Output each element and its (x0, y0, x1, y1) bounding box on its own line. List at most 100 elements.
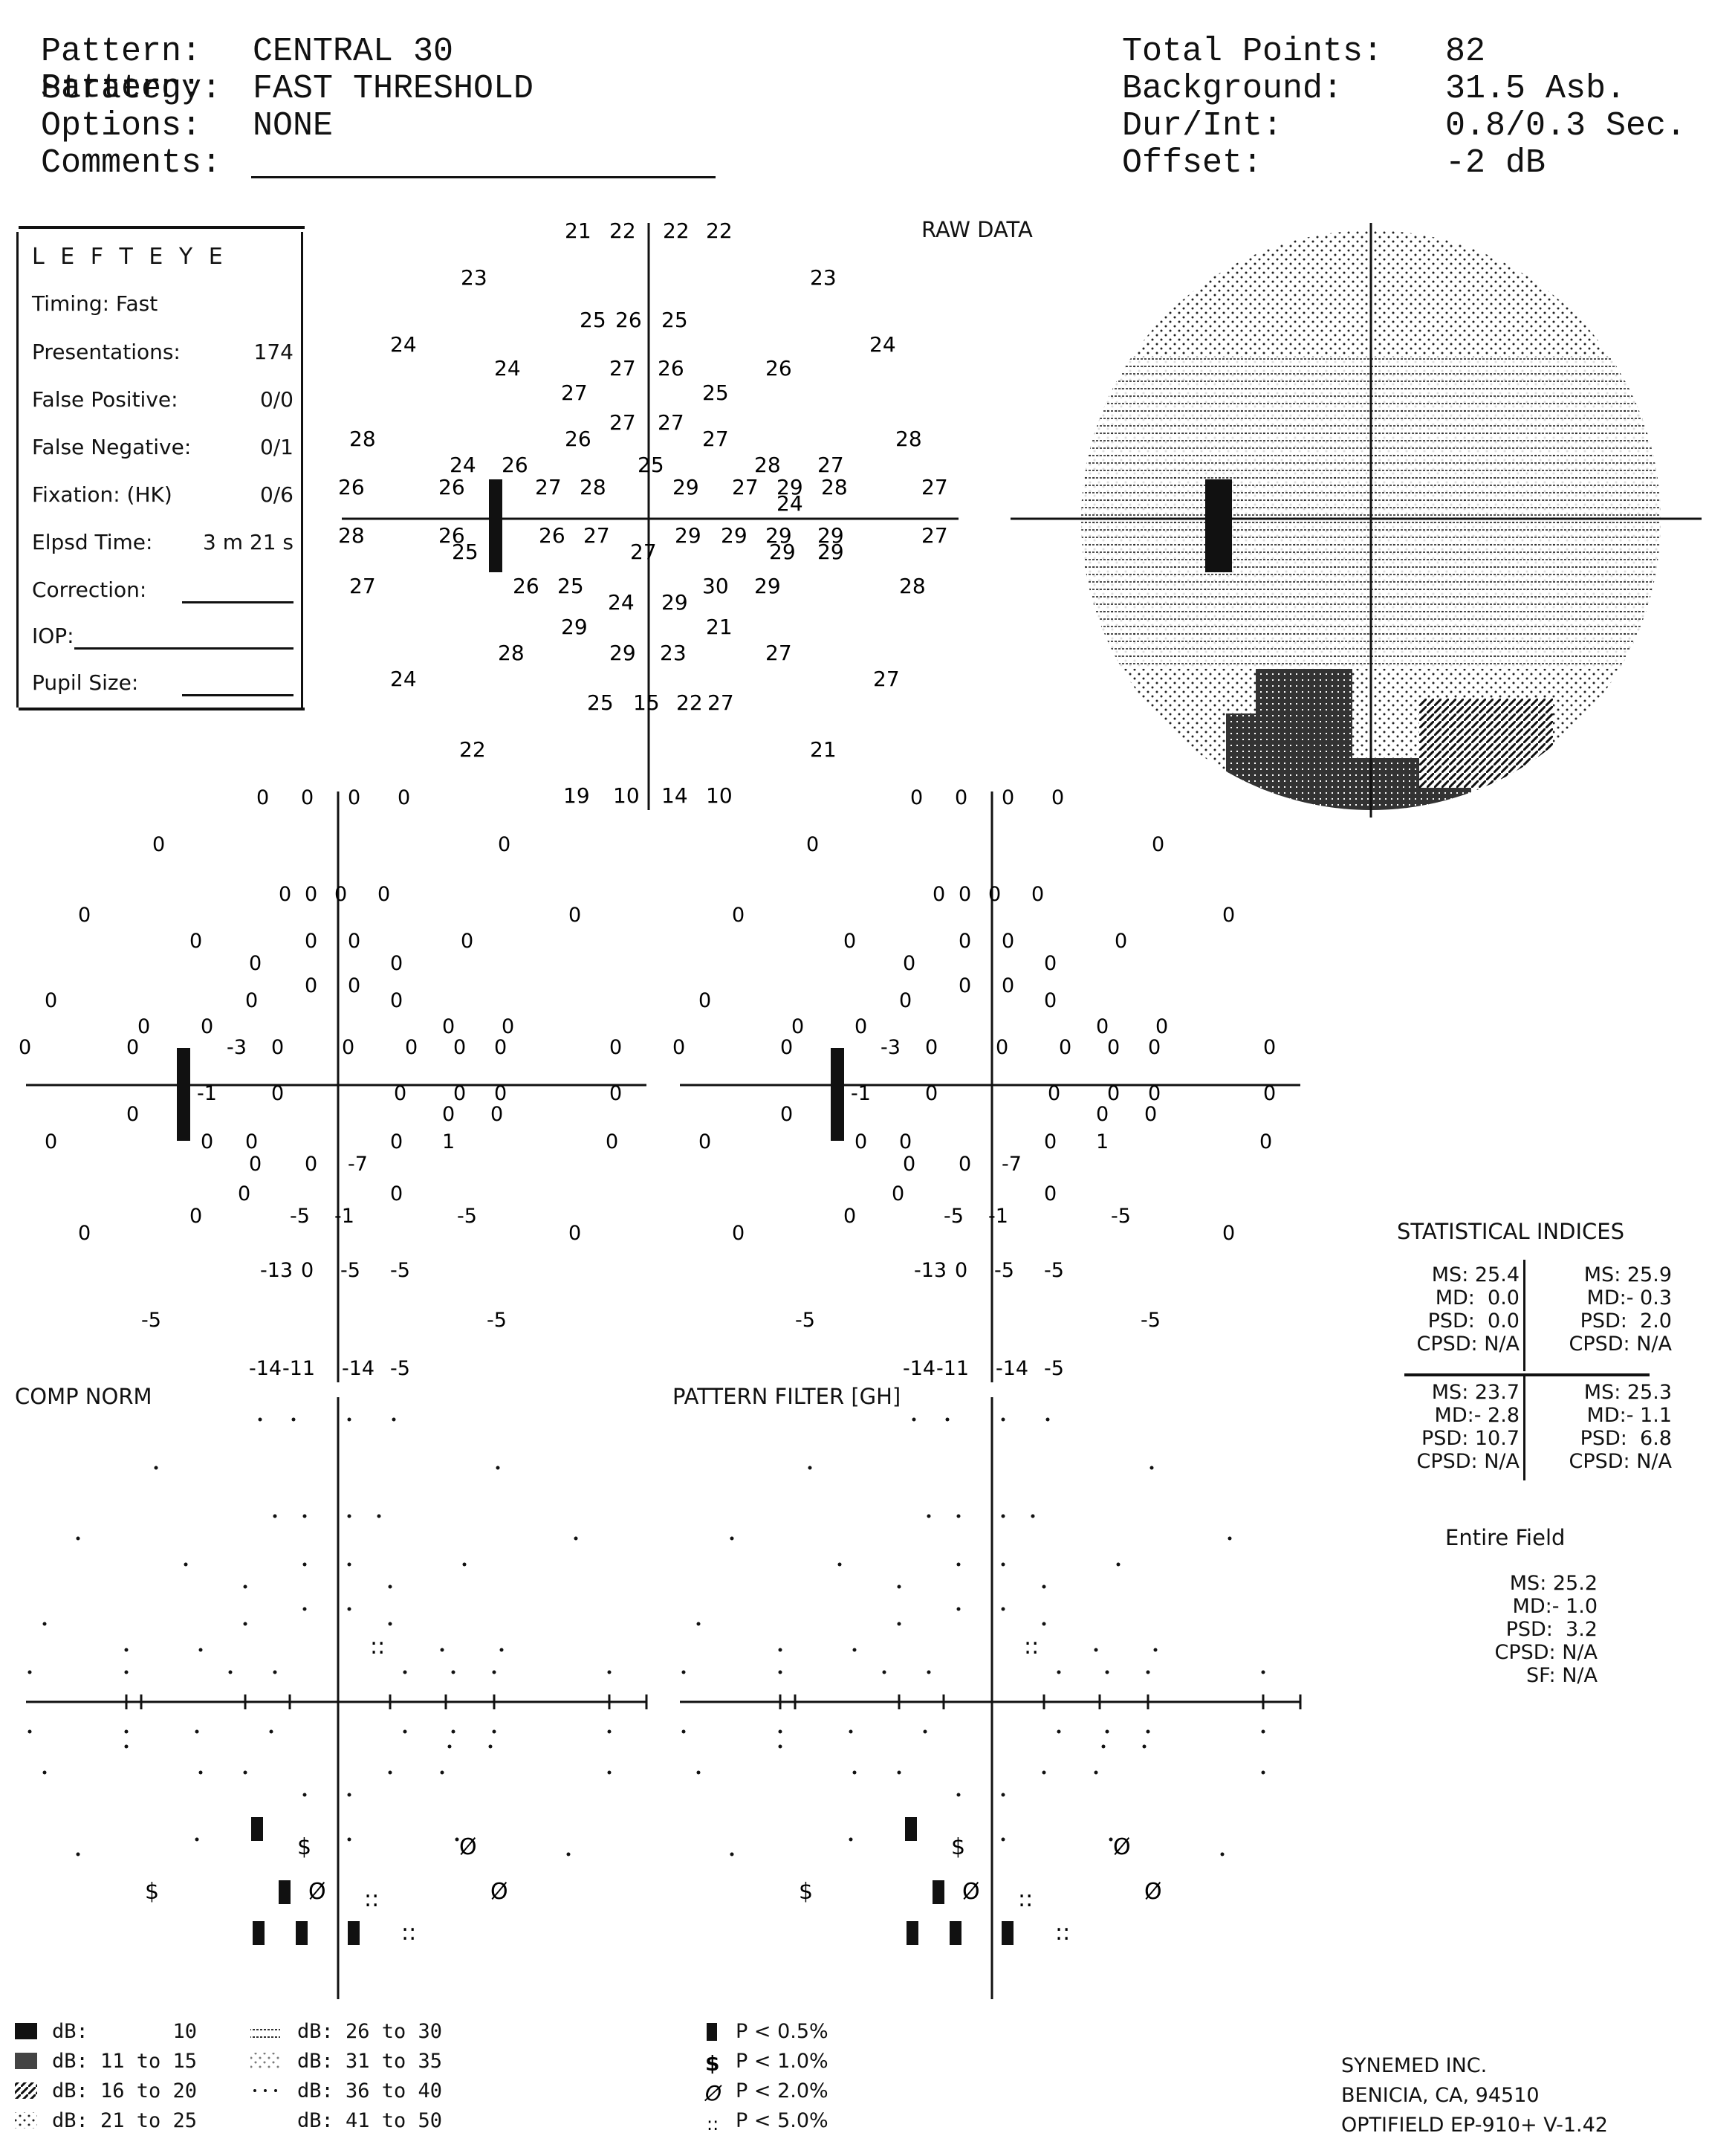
probability-dot (291, 1417, 296, 1422)
raw-value: 27 (707, 690, 734, 715)
raw-value: 27 (349, 574, 376, 598)
total-points-label: Total Points: (1122, 33, 1384, 71)
probability-dot (1001, 1514, 1005, 1518)
raw-value: 29 (661, 590, 688, 615)
probability-dot (849, 1729, 853, 1734)
probability-dot (1001, 1607, 1005, 1611)
p-less-0-5-mark (251, 1817, 263, 1841)
deviation-value: 0 (305, 930, 317, 953)
probability-dot (195, 1837, 199, 1842)
legend-l5: dB: 26 to 30 (297, 2020, 443, 2043)
deviation-value: -7 (348, 1153, 368, 1176)
probability-symbol: $ (951, 1834, 965, 1860)
deviation-value: 0 (279, 883, 291, 906)
stats-q4: MS: 25.3 MD:- 1.1 PSD: 6.8 CPSD: N/A (1569, 1381, 1672, 1473)
probability-dot (1109, 1837, 1113, 1842)
raw-value: 27 (817, 453, 844, 477)
probability-dot (1001, 1562, 1005, 1567)
deviation-value: 0 (780, 1036, 793, 1059)
deviation-value: 0 (453, 1036, 466, 1059)
deviation-value: 0 (152, 833, 165, 856)
probability-dot (492, 1670, 496, 1674)
deviation-value: 0 (45, 1130, 57, 1153)
pattern-filter-label: PATTERN FILTER [GH] (672, 1384, 901, 1409)
deviation-value: 0 (1152, 833, 1164, 856)
deviation-value: 0 (1263, 1082, 1276, 1105)
svg-text:$: $ (705, 2051, 719, 2076)
probability-dot (302, 1514, 307, 1518)
durint-label: Dur/Int: (1122, 107, 1283, 145)
probability-dot (1153, 1648, 1158, 1652)
legend-p4: P < 5.0% (736, 2109, 828, 2132)
raw-value: 24 (608, 590, 635, 615)
raw-value: 21 (810, 737, 837, 762)
legend-prob-swatches: $ Ø :: (704, 2023, 722, 2134)
probability-dot (42, 1622, 47, 1626)
deviation-value: -11 (936, 1357, 969, 1380)
probability-dot (492, 1729, 496, 1734)
p-less-0-5-mark (907, 1921, 918, 1945)
deviation-value: 0 (1044, 1130, 1057, 1153)
deviation-value: 0 (568, 1222, 581, 1245)
false-negative-label: False Negative: (32, 435, 192, 459)
deviation-value: 0 (843, 930, 856, 953)
probability-dot (696, 1770, 701, 1775)
raw-value: 25 (580, 308, 606, 332)
deviation-value: -5 (795, 1309, 815, 1332)
deviation-value: -5 (1044, 1357, 1064, 1380)
raw-data-label: RAW DATA (921, 217, 1033, 242)
raw-value: 27 (702, 427, 729, 451)
raw-value: 28 (899, 574, 926, 598)
deviation-value: 0 (305, 883, 317, 906)
raw-value: 27 (921, 523, 948, 548)
probability-symbol: Ø (490, 1879, 508, 1905)
entire-field-values: MS: 25.2 MD:- 1.0 PSD: 3.2 CPSD: N/A SF:… (1494, 1572, 1598, 1687)
probability-dot (27, 1729, 32, 1734)
probability-dot (574, 1536, 578, 1541)
raw-value: 22 (706, 218, 733, 243)
raw-value: 24 (390, 667, 417, 691)
deviation-value: 0 (568, 904, 581, 927)
probability-dot (1105, 1670, 1109, 1674)
durint-value: 0.8/0.3 Sec. (1445, 107, 1687, 145)
raw-value: 25 (661, 308, 688, 332)
deviation-value: 0 (1107, 1036, 1120, 1059)
deviation-value: 1 (1096, 1130, 1109, 1153)
deviation-value: -5 (141, 1309, 161, 1332)
deviation-value: 0 (959, 1153, 971, 1176)
raw-value: 28 (580, 475, 606, 499)
deviation-value: 0 (19, 1036, 31, 1059)
deviation-value: 0 (1263, 1036, 1276, 1059)
deviation-value: 0 (910, 786, 923, 809)
raw-value: 26 (765, 356, 792, 381)
deviation-value: 0 (1051, 786, 1064, 809)
deviation-value: 0 (780, 1103, 793, 1126)
deviation-value: 0 (390, 952, 403, 975)
probability-dot (440, 1648, 444, 1652)
probability-dot (302, 1607, 307, 1611)
raw-value: 22 (676, 690, 703, 715)
probability-dot (388, 1770, 392, 1775)
deviation-value: 0 (854, 1015, 867, 1038)
probability-dot (347, 1562, 351, 1567)
probability-dot (1261, 1729, 1265, 1734)
probability-symbol: Ø (1144, 1879, 1162, 1905)
raw-value: 26 (338, 475, 365, 499)
deviation-value: 0 (933, 883, 945, 906)
deviation-value: 0 (1107, 1082, 1120, 1105)
deviation-value: 0 (271, 1036, 284, 1059)
deviation-value: 0 (394, 1082, 406, 1105)
probability-dot (124, 1670, 129, 1674)
legend-l3: dB: 16 to 20 (52, 2079, 198, 2102)
deviation-value: 1 (442, 1130, 455, 1153)
raw-value: 27 (630, 540, 657, 564)
probability-dot (1057, 1670, 1061, 1674)
offset-value: -2 dB (1445, 144, 1546, 182)
probability-dot (566, 1852, 571, 1856)
probability-dot (607, 1729, 612, 1734)
deviation-value: -3 (227, 1036, 247, 1059)
raw-value: 26 (658, 356, 684, 381)
elapsed-label: Elpsd Time: (32, 530, 153, 554)
